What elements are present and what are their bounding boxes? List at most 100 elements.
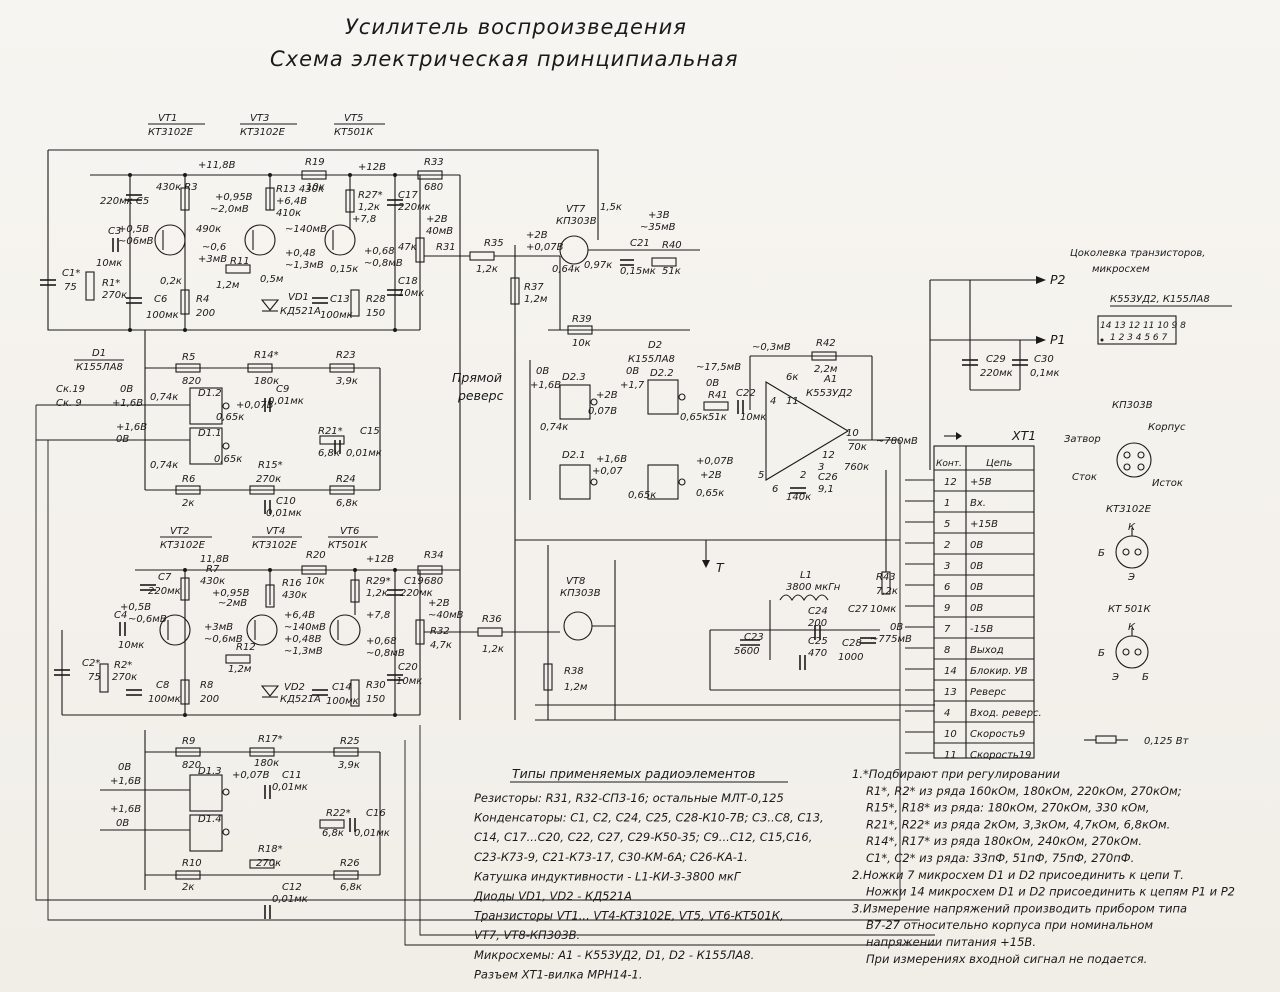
r27-label: R27*: [358, 190, 383, 201]
xt1-net: 0В: [970, 561, 983, 572]
center-block: [510, 175, 900, 721]
kp303-label: КП303В: [1112, 400, 1153, 411]
a1-pin12: 12: [822, 450, 835, 461]
l1-value: 3800 мкГн: [786, 582, 841, 593]
r3-body: [180, 187, 190, 211]
r43-value: 7,2к: [876, 586, 898, 597]
r34-label: R34: [424, 550, 444, 561]
kt501-e: Э: [1111, 672, 1119, 683]
top-channel-labels: +11,8В +12В 220мк С5 430к R3 +0,95В ~2,0…: [62, 157, 456, 321]
r17-label: R17*: [258, 734, 283, 745]
a1-symbol: [765, 381, 850, 481]
d2-2-v0: 0В: [626, 366, 639, 377]
r05m-label: 0,5м: [260, 274, 284, 285]
d2-3-v2: +2В: [596, 390, 618, 401]
r02k-label: 0,2к: [160, 276, 182, 287]
xt1-pin: 5: [944, 519, 950, 530]
bot-supply-11-8: 11,8В: [200, 554, 229, 565]
vt6-v068: +0,68: [366, 636, 397, 647]
d1-3-v0: 0В: [118, 762, 131, 773]
vt6-ref: VT6: [340, 526, 359, 537]
xt1-net: Вход. реверс.: [970, 708, 1042, 719]
pinout-panel: Цоколевка транзисторов, микросхем К553УД…: [1064, 248, 1232, 747]
types-line: Транзисторы VT1... VT4-КТ3102Е, VT5, VT6…: [474, 909, 784, 923]
r18-label: R18*: [258, 844, 283, 855]
c28-value: 1000: [838, 652, 863, 663]
c15-label: С15: [360, 426, 380, 437]
c17-value: 220мк: [398, 202, 431, 213]
c11-label: С11: [282, 770, 302, 781]
note-line: Ножки 14 микросхем D1 и D2 присоединить …: [866, 885, 1235, 899]
xt1-pin: 7: [944, 624, 951, 635]
types-line: Резисторы: R31, R32-СП3-16; остальные МЛ…: [474, 791, 784, 805]
d1-4-v16: +1,6В: [110, 804, 141, 815]
r1-body: [85, 271, 95, 301]
xt1-net: 0В: [970, 540, 983, 551]
note-line: R21*, R22* из ряда 2кОм, 3,3кОм, 4,7кОм,…: [866, 817, 1170, 831]
note-line: С1*, С2* из ряда: 33пФ, 51пФ, 75пФ, 270п…: [866, 851, 1134, 865]
vt8-symbol: [563, 611, 593, 641]
r35-body: [469, 251, 495, 261]
r6-label: R6: [182, 474, 195, 485]
pinout-heading-2: микросхем: [1092, 264, 1150, 275]
a1-v03mv: ~0,3мВ: [752, 342, 791, 353]
component-types: Типы применяемых радиоэлементов: [510, 766, 788, 783]
d1-logic-labels: R5 820 R14* 180к R23 3,9к Ск.19 Ск. 9 0В…: [56, 350, 382, 519]
vt6-type: КТ501К: [328, 540, 368, 551]
types-line: Катушка индуктивности - L1-КИ-3-3800 мкГ: [474, 869, 742, 883]
r22-value: 6,8к: [322, 828, 344, 839]
r490-label: 490к: [196, 224, 221, 235]
r14-label: R14*: [254, 350, 279, 361]
pinout-heading-1: Цоколевка транзисторов,: [1070, 248, 1205, 259]
d1-2-v007: +0,07В: [236, 400, 274, 411]
c23-label: С23: [744, 632, 764, 643]
r9-label: R9: [182, 736, 195, 747]
d1-1-gate: [189, 427, 223, 465]
vt3-v13mv: ~1,3мВ: [285, 260, 324, 271]
c22-label: С22: [736, 388, 756, 399]
note-line: 1.*Подбирают при регулировании: [852, 767, 1060, 781]
d2-1-gate: [559, 464, 591, 500]
title-line-1: Усилитель воспроизведения: [345, 15, 687, 39]
gate-label: Затвор: [1064, 434, 1101, 445]
c1-label: С1*: [62, 268, 80, 279]
r26-label: R26: [340, 858, 360, 869]
xt1-net: Реверс: [970, 687, 1007, 698]
top-supply-11-8: +11,8В: [198, 160, 236, 171]
r17-value: 180к: [254, 758, 279, 769]
top-supply-12: +12В: [358, 162, 386, 173]
d1-2-v074: 0,74к: [150, 392, 178, 403]
d2-4-v2: +2В: [700, 470, 722, 481]
types-heading: Типы применяемых радиоэлементов: [512, 766, 755, 781]
c9-label: С9: [276, 384, 289, 395]
r30-value: 150: [366, 694, 385, 705]
net-t-label: Т: [716, 560, 725, 575]
d1-1-v0: 0В: [116, 434, 129, 445]
kt501-b2: Б: [1142, 672, 1149, 683]
r7-value: 430к: [200, 576, 225, 587]
r9-value: 820: [182, 760, 201, 771]
r33-label: R33: [424, 157, 444, 168]
vt1-v2mv: ~2,0мВ: [210, 204, 249, 215]
r22-label: R22*: [326, 808, 351, 819]
c25-label: С25: [808, 636, 828, 647]
ic-top-pins: 14 13 12 11 10 9 8: [1100, 321, 1186, 331]
vt2-v2mv: ~2мВ: [218, 598, 247, 609]
vt4-symbol: [246, 614, 278, 646]
xt1-net: +15В: [970, 519, 998, 530]
r43-v775: ~775мВ: [870, 634, 912, 645]
vd1-value: КД521А: [280, 306, 321, 317]
c25-value: 470: [808, 648, 827, 659]
a1-pin4: 4: [770, 396, 776, 407]
d1-2-gate: [189, 387, 223, 425]
vt4-type: КТ3102Е: [252, 540, 298, 551]
d1-1-v074: 0,74к: [150, 460, 178, 471]
c20-value: 10мк: [396, 676, 422, 687]
r41-label: R41: [708, 390, 728, 401]
r15-label: R15*: [258, 460, 283, 471]
types-line: Диоды VD1, VD2 - КД521А: [473, 889, 632, 903]
d2-2-gate: [647, 379, 679, 415]
xt1-pin: 4: [944, 708, 950, 719]
kt3102-label: КТ3102Е: [1106, 504, 1152, 515]
r19-body: [301, 170, 327, 180]
